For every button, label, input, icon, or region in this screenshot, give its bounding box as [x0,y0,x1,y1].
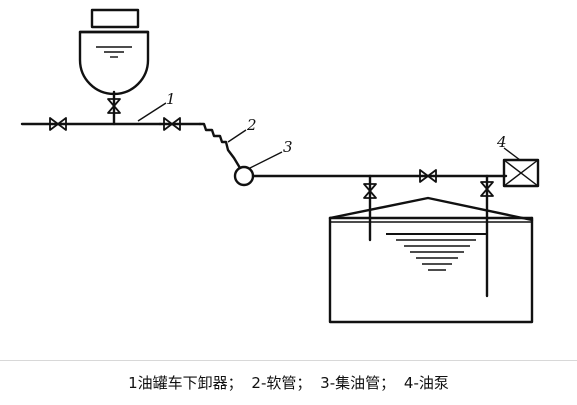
label-2: 2 [246,116,257,134]
collecting-pipe-node [233,165,255,187]
caption-item-tank-car-unloader: 1油罐车下卸器； [128,374,243,392]
caption-divider [0,360,577,361]
flexible-hose [198,122,242,170]
figure-caption: 1油罐车下卸器； 2-软管； 3-集油管； 4-油泵 [0,372,577,393]
label-2-group: 2 [227,116,257,143]
valve-main-line [419,169,437,183]
label-4-group: 4 [496,133,521,161]
storage-tank-roof [328,196,534,222]
valve-tank-outlet [107,98,121,114]
label-4: 4 [496,133,507,151]
unloading-system-diagram: 1 2 3 4 [20,8,540,324]
storage-tank-body [328,216,534,324]
tank-car-liquid-level [96,46,132,58]
tank-car-body [78,30,150,96]
oil-pump [502,158,540,188]
caption-item-hose: 2-软管； [251,374,312,392]
tank-car [78,8,150,126]
valve-inlet-left [49,117,67,131]
valve-riser-left [363,183,377,199]
label-3: 3 [283,138,293,156]
valve-riser-right [480,181,494,197]
storage-tank [328,196,534,324]
label-1-group: 1 [137,90,176,122]
valve-inlet-right [163,117,181,131]
label-3-group: 3 [249,138,293,169]
label-1: 1 [166,90,176,108]
caption-item-oil-pump: 4-油泵 [403,374,449,392]
storage-tank-liquid-level [386,233,488,271]
caption-item-collecting-pipe: 3-集油管； [320,374,396,392]
tank-car-dome [90,8,140,29]
